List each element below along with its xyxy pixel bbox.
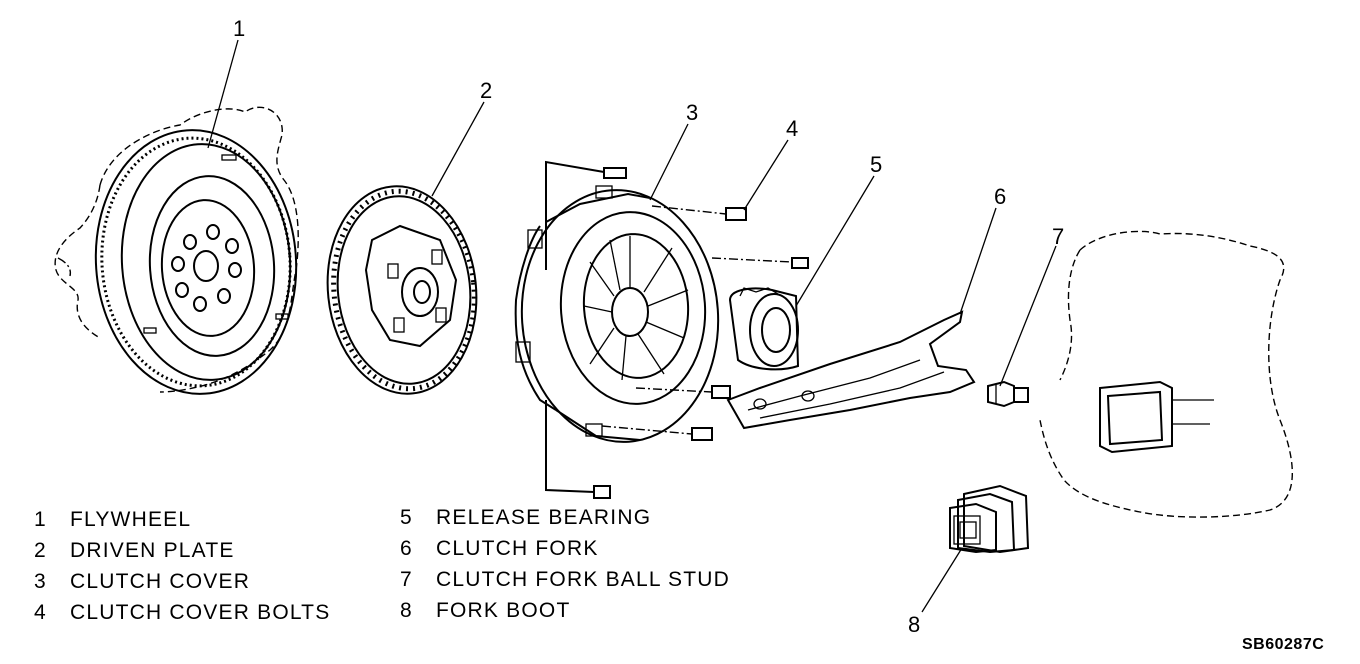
clutch-fork-ball-stud <box>987 380 1029 408</box>
legend-label: RELEASE BEARING <box>436 506 652 529</box>
callout-4: 4 <box>786 116 799 141</box>
clutch-cover <box>514 185 720 443</box>
legend-label: CLUTCH COVER BOLTS <box>70 601 331 624</box>
legend-item-3: 3 CLUTCH COVER <box>34 570 250 594</box>
diaphragm-fingers <box>583 236 689 381</box>
legend-label: CLUTCH FORK BALL STUD <box>436 568 730 591</box>
driven-plate <box>326 185 478 395</box>
legend-label: CLUTCH COVER <box>70 570 251 593</box>
legend-number: 8 <box>400 599 413 622</box>
clutch-cover-bolts <box>545 160 809 499</box>
legend-item-6: 6 CLUTCH FORK <box>400 537 599 561</box>
legend-label: DRIVEN PLATE <box>70 539 235 562</box>
legend-label: CLUTCH FORK <box>436 537 599 560</box>
legend-item-2: 2 DRIVEN PLATE <box>34 539 235 563</box>
transmission-outline <box>1039 230 1294 518</box>
legend-label: FORK BOOT <box>436 599 571 622</box>
leader-lines <box>207 39 1057 613</box>
legend-number: 3 <box>34 570 47 593</box>
callout-2: 2 <box>480 78 493 103</box>
callout-3: 3 <box>686 100 699 125</box>
legend-number: 2 <box>34 539 47 562</box>
legend-item-5: 5 RELEASE BEARING <box>400 506 651 530</box>
legend-item-7: 7 CLUTCH FORK BALL STUD <box>400 568 730 592</box>
release-bearing <box>728 287 800 371</box>
callout-8: 8 <box>908 612 921 637</box>
callout-6: 6 <box>994 184 1007 209</box>
legend-number: 1 <box>34 508 47 531</box>
legend-number: 6 <box>400 537 413 560</box>
callout-5: 5 <box>870 152 883 177</box>
legend-label: FLYWHEEL <box>70 508 192 531</box>
legend-number: 4 <box>34 601 47 624</box>
clutch-fork <box>726 310 976 430</box>
legend-number: 5 <box>400 506 413 529</box>
figure-code: SB60287C <box>1242 636 1325 653</box>
callout-7: 7 <box>1052 224 1065 249</box>
engine-block-outline <box>54 106 299 393</box>
legend-item-8: 8 FORK BOOT <box>400 599 570 623</box>
fork-boot <box>949 484 1030 554</box>
callout-1: 1 <box>233 16 246 41</box>
legend-item-1: 1 FLYWHEEL <box>34 508 191 532</box>
legend-item-4: 4 CLUTCH COVER BOLTS <box>34 601 330 625</box>
flywheel <box>94 129 298 395</box>
legend-number: 7 <box>400 568 413 591</box>
